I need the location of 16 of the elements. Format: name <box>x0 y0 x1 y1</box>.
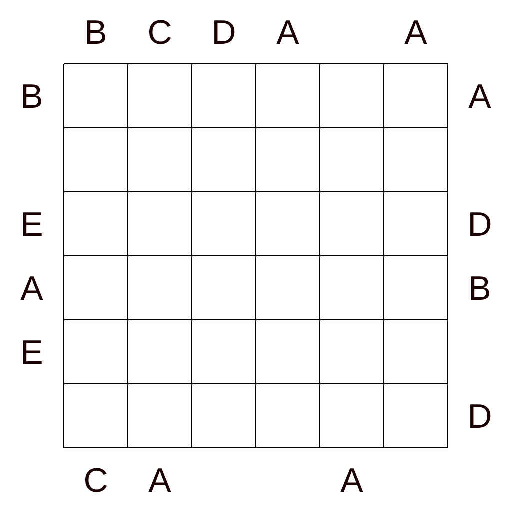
clue-letter: B <box>84 13 108 53</box>
clue-letter: D <box>466 397 494 437</box>
clue-letter: E <box>20 205 44 245</box>
clue-letter: B <box>468 269 492 309</box>
clue-letter: A <box>276 13 300 53</box>
clue-letter: C <box>146 13 174 53</box>
clue-letter: B <box>20 77 44 117</box>
clue-letter: D <box>210 13 238 53</box>
clue-letter: A <box>340 461 364 501</box>
clue-letter: E <box>20 333 44 373</box>
clue-letter: C <box>82 461 110 501</box>
clue-letter: A <box>148 461 172 501</box>
clue-letter: A <box>20 269 44 309</box>
clue-letter: A <box>404 13 428 53</box>
clue-letter: A <box>468 77 492 117</box>
clue-letter: D <box>466 205 494 245</box>
